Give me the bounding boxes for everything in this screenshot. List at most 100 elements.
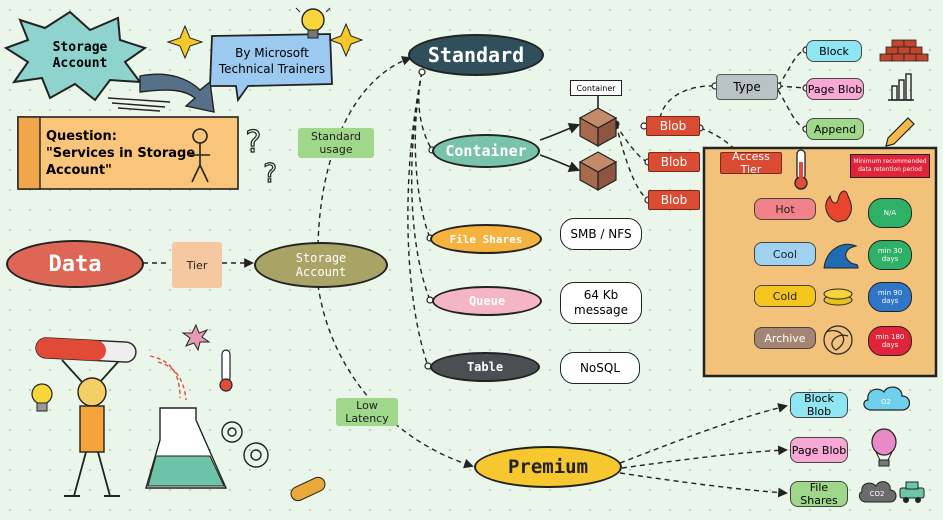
smb-nfs-bubble: SMB / NFS bbox=[560, 218, 642, 250]
edge-standard-container bbox=[418, 71, 433, 151]
retention-note: Minimum recommended data retention perio… bbox=[850, 154, 930, 178]
lightbulb-icon bbox=[295, 7, 331, 39]
type-node[interactable]: Type bbox=[716, 74, 778, 100]
standard-node[interactable]: Standard bbox=[408, 34, 544, 76]
edge-type-pageblob bbox=[777, 85, 807, 89]
container-box-icon bbox=[578, 107, 618, 148]
burst-star-icon bbox=[181, 323, 211, 352]
data-node[interactable]: Data bbox=[6, 240, 144, 288]
cloud-o2-icon bbox=[863, 386, 911, 411]
edge-storage-standard bbox=[317, 56, 412, 246]
storage-account-line2: Account bbox=[295, 265, 347, 279]
edge-type-append bbox=[777, 89, 807, 130]
retention-cool: min 30 days bbox=[868, 240, 912, 270]
container-caption: Container bbox=[570, 80, 622, 96]
co2-cloud-icon bbox=[858, 481, 897, 503]
blob-node-2[interactable]: Blob bbox=[648, 152, 700, 172]
co2-label: CO2 bbox=[869, 490, 885, 498]
file-shares-node-label: File Shares bbox=[449, 232, 523, 246]
title-line2: Account bbox=[52, 56, 108, 71]
pill-capsule-icon bbox=[290, 476, 326, 502]
curved-arrow-icon bbox=[139, 73, 215, 113]
tier-hot[interactable]: Hot bbox=[754, 198, 816, 220]
title-burst-shape bbox=[3, 10, 148, 102]
edge-premium-blockblob bbox=[619, 403, 788, 464]
standard-node-label: Standard bbox=[427, 43, 525, 67]
edge-blob-type bbox=[659, 85, 716, 119]
title-line1: Storage bbox=[52, 40, 108, 55]
question-marks-icon: ? bbox=[244, 125, 262, 160]
queue-node-label: Queue bbox=[468, 294, 506, 308]
question-line2: "Services in Storage bbox=[46, 145, 196, 161]
blob-type-append[interactable]: Append bbox=[806, 118, 864, 140]
wave-icon bbox=[823, 243, 859, 269]
retention-cold: min 90 days bbox=[868, 282, 912, 312]
heat-lines-icon bbox=[149, 355, 187, 401]
storage-account-line1: Storage bbox=[295, 251, 347, 265]
sparkle-icon bbox=[166, 24, 204, 60]
retention-hot: N/A bbox=[868, 198, 912, 228]
queue-node[interactable]: Queue bbox=[432, 286, 542, 316]
edge-standard-queue bbox=[411, 71, 431, 301]
blob-type-block[interactable]: Block bbox=[806, 40, 862, 62]
standard-usage-label: Standard usage bbox=[298, 128, 374, 158]
blob-node-3[interactable]: Blob bbox=[648, 190, 700, 210]
table-node[interactable]: Table bbox=[430, 352, 540, 382]
premium-page-blob[interactable]: Page Blob bbox=[790, 437, 848, 463]
coins-icon bbox=[823, 288, 853, 306]
premium-node[interactable]: Premium bbox=[474, 446, 622, 488]
scribble-ball-icon bbox=[823, 325, 853, 355]
tier-archive[interactable]: Archive bbox=[754, 327, 816, 349]
edge-blob-accesstier bbox=[699, 127, 739, 153]
storage-account-node[interactable]: Storage Account bbox=[254, 242, 388, 288]
svg-text:?: ? bbox=[262, 159, 278, 189]
nosql-bubble: NoSQL bbox=[560, 352, 640, 384]
author-line1: By Microsoft bbox=[235, 46, 309, 60]
title-text: Storage Account bbox=[30, 34, 130, 78]
edge-premium-pageblob bbox=[621, 445, 788, 469]
container-node[interactable]: Container bbox=[432, 134, 540, 168]
question-line1: Question: bbox=[46, 128, 117, 144]
small-lightbulb-icon bbox=[31, 383, 53, 412]
hot-air-balloon-icon bbox=[871, 428, 897, 467]
data-node-label: Data bbox=[48, 251, 102, 277]
retention-archive: min 180 days bbox=[868, 326, 912, 356]
small-thermometer-icon bbox=[219, 349, 233, 392]
stick-figure-icon bbox=[190, 128, 210, 183]
edge-standard-fileshares bbox=[414, 71, 431, 239]
edge-standard-table bbox=[407, 71, 429, 367]
tier-cold[interactable]: Cold bbox=[754, 285, 816, 307]
edge-box-blob3 bbox=[615, 123, 649, 201]
speed-lines-icon bbox=[107, 97, 171, 112]
pencil-icon bbox=[885, 117, 915, 147]
gears-icon bbox=[221, 421, 269, 468]
premium-file-shares[interactable]: File Shares bbox=[790, 481, 848, 507]
access-tier-title: Access Tier bbox=[720, 150, 782, 176]
question-text: Question: "Services in Storage Account" bbox=[46, 122, 196, 184]
blob-node-1[interactable]: Blob bbox=[646, 116, 700, 136]
scientist-illustration bbox=[35, 337, 137, 497]
flask-icon bbox=[145, 407, 228, 489]
fire-icon bbox=[825, 190, 852, 223]
file-shares-node[interactable]: File Shares bbox=[430, 224, 542, 254]
arrow-container-box2 bbox=[539, 154, 581, 173]
thermometer-icon bbox=[794, 149, 808, 190]
sparkle-icon-2 bbox=[328, 22, 364, 58]
queue-message-bubble: 64 Kb message bbox=[560, 282, 642, 324]
premium-block-blob[interactable]: Block Blob bbox=[790, 392, 848, 418]
edge-storage-premium bbox=[317, 284, 474, 469]
author-bubble-shape bbox=[209, 33, 333, 103]
question-line3: Account" bbox=[46, 162, 112, 178]
container-node-label: Container bbox=[445, 142, 527, 160]
author-text: By Microsoft Technical Trainers bbox=[212, 38, 332, 84]
bar-chart-icon bbox=[888, 73, 914, 101]
car-icon bbox=[899, 481, 925, 503]
brick-wall-icon bbox=[879, 39, 929, 62]
tier-cool[interactable]: Cool bbox=[754, 242, 816, 266]
low-latency-label: Low Latency bbox=[336, 398, 398, 426]
table-node-label: Table bbox=[466, 360, 504, 374]
cloud-o2-label: O2 bbox=[881, 398, 891, 406]
tier-label: Tier bbox=[172, 242, 222, 288]
blob-type-page-blob[interactable]: Page Blob bbox=[806, 78, 864, 100]
premium-node-label: Premium bbox=[507, 456, 589, 478]
